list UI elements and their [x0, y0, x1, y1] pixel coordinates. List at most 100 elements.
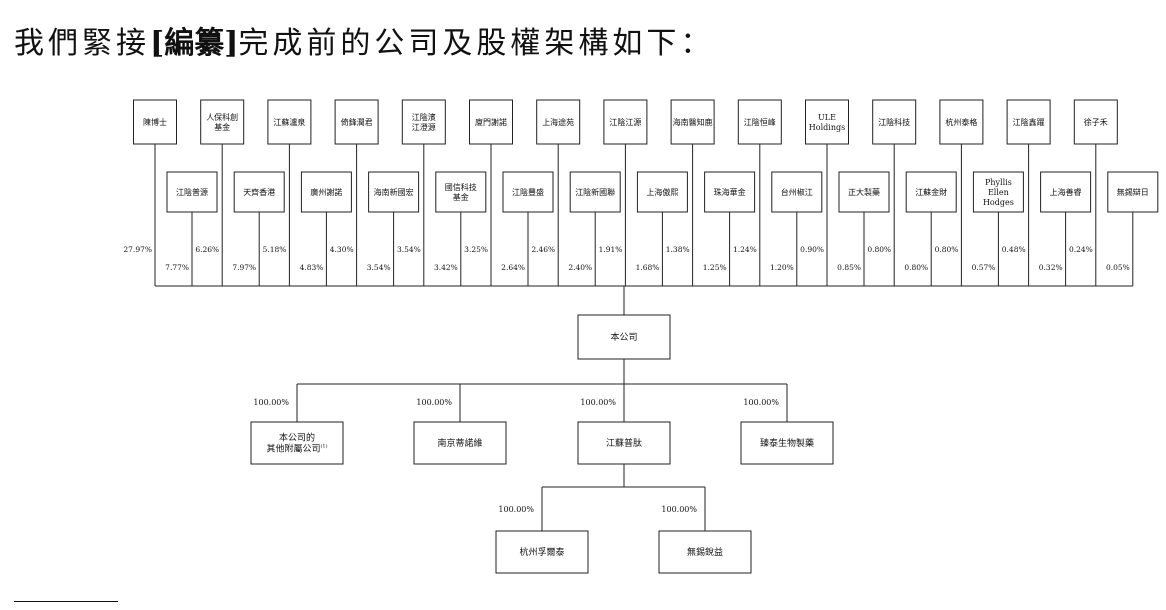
shareholder-14-pct: 2.40%	[568, 263, 592, 272]
shareholder-6-box	[300, 171, 352, 213]
shareholder-4: 天齊香港	[233, 171, 285, 213]
shareholder-16: 上海傲熙	[636, 171, 688, 213]
shareholder-29: 徐子禾	[1073, 99, 1118, 145]
shareholder-23-box	[872, 99, 917, 145]
shareholder-28-box	[1040, 171, 1092, 213]
shareholder-14-box	[569, 171, 621, 213]
shareholder-14: 江陰新國聯	[569, 171, 621, 213]
shareholder-16-label: 上海傲熙	[646, 187, 678, 197]
shareholder-29-label: 徐子禾	[1084, 117, 1108, 127]
sub-subsidiary-2-label: 無錫銳益	[687, 546, 723, 558]
shareholder-27: 江陰鑫躍	[1006, 99, 1051, 145]
shareholder-20-pct: 1.20%	[770, 263, 794, 272]
subsidiary-4-box	[740, 421, 834, 465]
shareholder-19-box	[737, 99, 782, 145]
shareholder-19-pct: 1.24%	[733, 245, 757, 254]
shareholder-28-label: 上海善睿	[1050, 187, 1082, 197]
shareholder-13-box	[536, 99, 581, 145]
shareholder-12-pct: 2.64%	[501, 263, 525, 272]
shareholder-25: 杭州泰格	[939, 99, 984, 145]
shareholder-5: 江蘇瀘泉	[267, 99, 312, 145]
shareholder-20-label: 台州椒江	[781, 187, 813, 197]
subsidiary-2-pct: 100.00%	[416, 398, 452, 407]
shareholder-22-box	[838, 171, 890, 213]
company-label: 本公司	[610, 331, 637, 343]
shareholder-25-label: 杭州泰格	[945, 117, 977, 127]
shareholder-7-box	[334, 99, 379, 145]
shareholder-1-pct: 27.97%	[123, 245, 152, 254]
shareholder-2: 江陰普源	[166, 171, 218, 213]
shareholder-14-label: 江陰新國聯	[575, 187, 615, 197]
shareholder-11-label: 廈門謝諾	[475, 117, 507, 127]
shareholder-17: 海南醫知鹿	[670, 99, 715, 145]
shareholder-9-pct: 3.54%	[397, 245, 421, 254]
shareholder-11: 廈門謝諾	[469, 99, 513, 145]
shareholder-13: 上海途苑	[536, 99, 581, 145]
shareholder-24-box	[905, 171, 957, 213]
shareholder-17-pct: 1.38%	[666, 245, 690, 254]
subsidiary-1: 本公司的其他附屬公司(1)	[250, 421, 344, 465]
shareholder-29-pct: 0.24%	[1069, 245, 1093, 254]
shareholder-1-label: 陳博士	[143, 117, 167, 127]
shareholder-5-pct: 5.18%	[263, 245, 287, 254]
shareholder-7: 倚鋒潤君	[334, 99, 379, 145]
subsidiary-3-box	[577, 421, 671, 465]
shareholder-8-pct: 3.54%	[367, 263, 391, 272]
shareholder-15-label: 江陰江源	[609, 117, 641, 127]
shareholder-15-pct: 1.91%	[599, 245, 623, 254]
heading-text-after: 完成前的公司及股權架構如下：	[238, 26, 715, 61]
shareholder-26-box	[972, 171, 1024, 213]
shareholder-16-box	[636, 171, 688, 213]
shareholder-22: 正大製藥	[838, 171, 890, 213]
sub-subsidiary-1: 杭州孚爾泰	[495, 530, 589, 574]
shareholder-24-label: 江蘇金財	[915, 187, 947, 197]
shareholder-23: 江陰科技	[872, 99, 917, 145]
sub-subsidiary-2: 無錫銳益	[658, 530, 752, 574]
shareholder-27-label: 江陰鑫躍	[1013, 117, 1045, 127]
shareholder-8-label: 海南新國宏	[374, 187, 414, 197]
shareholder-19: 江陰恒峰	[737, 99, 782, 145]
shareholder-19-label: 江陰恒峰	[744, 117, 776, 127]
sub-subsidiary-1-label: 杭州孚爾泰	[519, 546, 564, 558]
subsidiary-1-pct: 100.00%	[253, 398, 289, 407]
shareholder-23-label: 江陰科技	[878, 117, 910, 127]
shareholder-22-pct: 0.85%	[837, 263, 861, 272]
shareholder-12-box	[502, 171, 554, 213]
shareholder-25-pct: 0.80%	[935, 245, 959, 254]
subsidiary-2-label: 南京蒂諾維	[437, 437, 482, 449]
shareholder-21-pct: 0.90%	[800, 245, 824, 254]
subsidiary-4: 臻泰生物製藥	[740, 421, 834, 465]
shareholder-18-pct: 1.25%	[703, 263, 727, 272]
shareholder-2-pct: 7.77%	[165, 263, 189, 272]
shareholder-4-box	[233, 171, 285, 213]
shareholder-10-pct: 3.42%	[434, 263, 458, 272]
page-heading: 我們緊接[編纂]完成前的公司及股權架構如下：	[14, 18, 714, 62]
sub-subsidiary-1-pct: 100.00%	[498, 505, 534, 514]
shareholder-3: 人保科創基金	[200, 99, 245, 145]
subsidiary-3-label: 江蘇普肽	[606, 437, 642, 449]
sub-subsidiary-2-box	[658, 530, 752, 574]
subsidiary-1-label: 本公司的其他附屬公司(1)	[266, 432, 327, 455]
shareholder-11-box	[469, 99, 513, 145]
shareholder-20: 台州椒江	[771, 171, 823, 213]
shareholder-12: 江陰豐盛	[502, 171, 554, 213]
shareholder-4-label: 天齊香港	[243, 187, 275, 197]
heading-text-before: 我們緊接	[14, 26, 150, 61]
company-box	[577, 314, 671, 360]
shareholder-3-pct: 6.26%	[195, 245, 219, 254]
shareholder-27-pct: 0.48%	[1002, 245, 1026, 254]
shareholder-1: 陳博士	[133, 99, 177, 145]
shareholder-30-label: 無錫辯日	[1117, 187, 1149, 197]
shareholder-17-label: 海南醫知鹿	[673, 117, 713, 127]
shareholder-24-pct: 0.80%	[904, 263, 928, 272]
shareholder-23-pct: 0.80%	[867, 245, 891, 254]
shareholder-15-box	[603, 99, 648, 145]
shareholder-26-pct: 0.57%	[972, 263, 996, 272]
shareholder-5-label: 江蘇瀘泉	[273, 117, 305, 127]
subsidiary-1-note: (1)	[320, 443, 327, 450]
shareholder-28: 上海善睿	[1040, 171, 1092, 213]
shareholder-7-label: 倚鋒潤君	[341, 117, 373, 127]
